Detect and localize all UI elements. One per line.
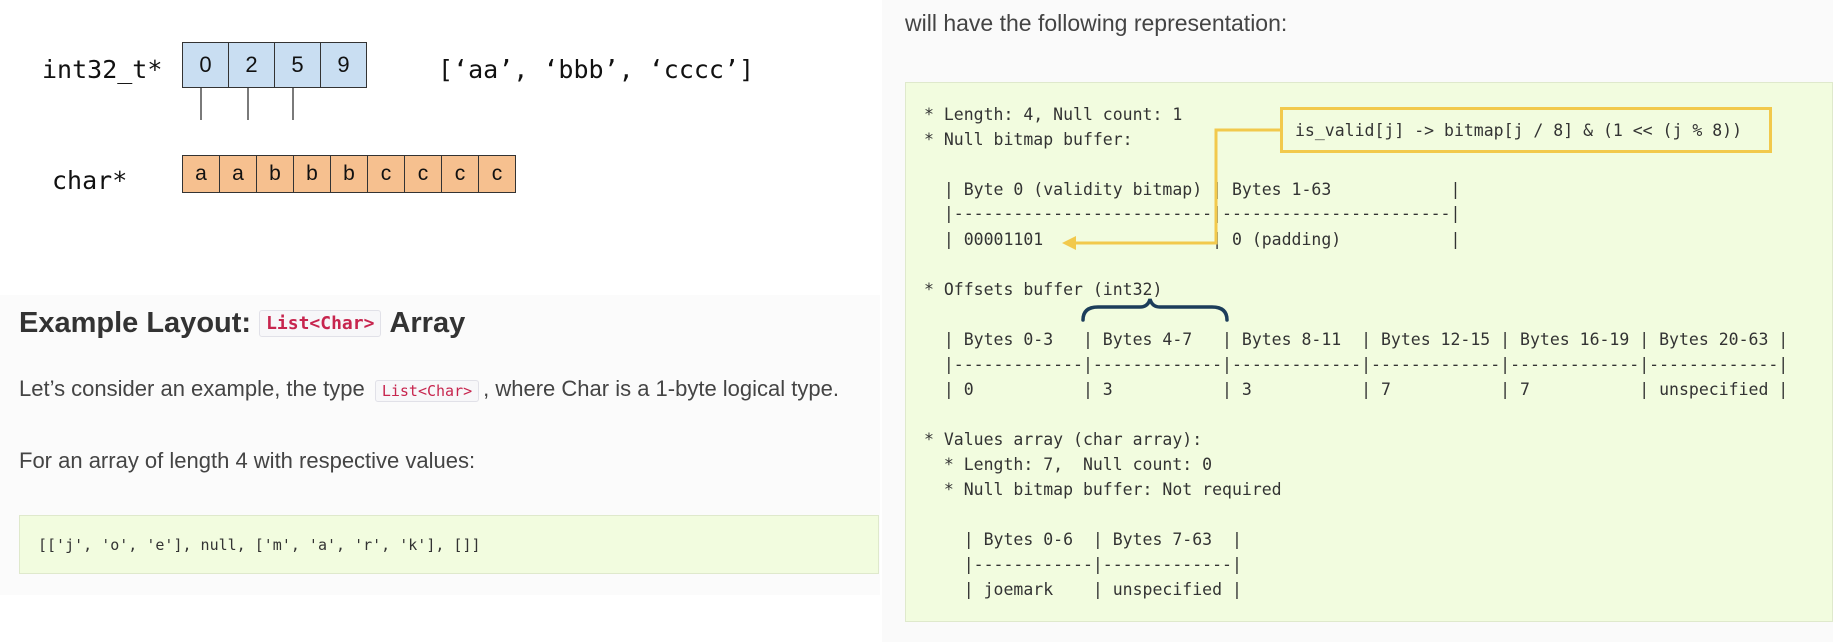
validity-formula-box: is_valid[j] -> bitmap[j / 8] & (1 << (j … <box>1280 107 1772 153</box>
offset-cell: 0 <box>182 42 229 88</box>
connector-line <box>292 87 294 120</box>
representation-caption: will have the following representation: <box>905 10 1288 36</box>
strings-literal: [‘aa’, ‘bbb’, ‘cccc’] <box>438 55 755 84</box>
char-cell: a <box>182 155 220 193</box>
char-cell: c <box>478 155 516 193</box>
yellow-arrow-line <box>1070 128 1280 245</box>
heading-prefix: Example Layout: <box>19 307 252 339</box>
representation-code-block <box>905 82 1833 622</box>
code-line: * Length: 4, Null count: 1 <box>924 105 1183 124</box>
code-line: * Null bitmap buffer: <box>924 130 1133 149</box>
connector-line <box>247 87 249 120</box>
yellow-arrowhead <box>1062 236 1076 250</box>
heading-code-chip: List<Char> <box>259 310 382 337</box>
chars-cells: a a b b b c c c c <box>182 155 516 193</box>
code-line: | Bytes 0-6 | Bytes 7-63 | <box>924 530 1242 549</box>
offset-cell: 5 <box>274 42 321 88</box>
code-line: * Offsets buffer (int32) <box>924 280 1163 299</box>
char-pointer-label: char* <box>52 166 128 195</box>
code-line: | 00001101 | 0 (padding) | <box>924 230 1461 249</box>
int32-pointer-label: int32_t* <box>42 55 163 84</box>
char-cell: b <box>293 155 331 193</box>
para-text: Let’s consider an example, the type <box>19 376 365 401</box>
offsets-cells: 0 2 5 9 <box>182 42 367 88</box>
code-line: | Bytes 0-3 | Bytes 4-7 | Bytes 8-11 | B… <box>924 330 1789 349</box>
intro-paragraph: Let’s consider an example, the type List… <box>19 376 839 402</box>
code-text: [['j', 'o', 'e'], null, ['m', 'a', 'r', … <box>38 536 481 554</box>
code-line: * Values array (char array): <box>924 430 1203 449</box>
char-cell: a <box>219 155 257 193</box>
para-text: , where Char is a 1-byte logical type. <box>483 376 839 401</box>
inline-code-chip: List<Char> <box>374 380 480 402</box>
values-code-block: [['j', 'o', 'e'], null, ['m', 'a', 'r', … <box>19 515 879 574</box>
code-line: * Length: 7, Null count: 0 <box>924 455 1213 474</box>
code-line: |------------|-------------| <box>924 555 1242 574</box>
code-line: |-------------|-------------|-----------… <box>924 355 1789 374</box>
offset-cell: 9 <box>320 42 367 88</box>
values-paragraph: For an array of length 4 with respective… <box>19 448 476 473</box>
code-line: * Null bitmap buffer: Not required <box>924 480 1282 499</box>
code-line: |--------------------------|------------… <box>924 204 1461 223</box>
code-line: | 0 | 3 | 3 | 7 | 7 | unspecified | <box>924 380 1789 399</box>
formula-text: is_valid[j] -> bitmap[j / 8] & (1 << (j … <box>1295 120 1743 140</box>
section-heading: Example Layout: List<Char> Array <box>19 307 465 340</box>
char-cell: c <box>367 155 405 193</box>
offset-connectors <box>200 87 294 120</box>
navy-brace <box>1081 298 1229 322</box>
code-line: | joemark | unspecified | <box>924 580 1242 599</box>
heading-suffix: Array <box>389 307 466 339</box>
